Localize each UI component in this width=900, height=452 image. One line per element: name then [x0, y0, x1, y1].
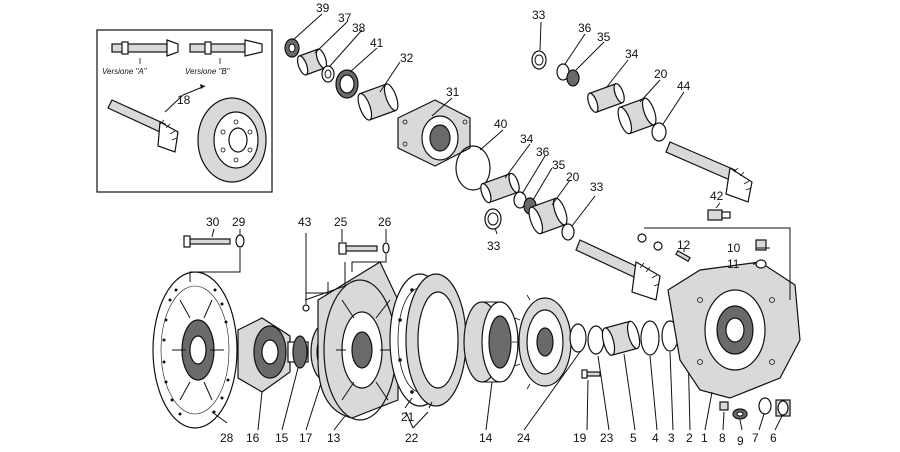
callout-8: 8	[719, 431, 726, 445]
callout-6: 6	[770, 431, 777, 445]
callout-20-middle: 20	[566, 170, 580, 184]
callout-41: 41	[370, 36, 384, 50]
callout-7: 7	[752, 431, 759, 445]
callout-21: 21	[401, 410, 415, 424]
callout-18: 18	[177, 93, 191, 107]
shim-stack: 19 23 5 4 3 2	[569, 320, 695, 445]
callout-2: 2	[686, 431, 693, 445]
callout-4: 4	[652, 431, 659, 445]
callout-3: 3	[668, 431, 675, 445]
gearbox-cover: 13	[317, 261, 399, 445]
callout-13: 13	[327, 431, 341, 445]
crown-gear: 24	[512, 294, 581, 445]
seal-ring: 15	[275, 335, 308, 445]
version-b-caption: Versione "B"	[185, 67, 231, 76]
middle-shaft-chain: 34 36 35 20 33 33	[480, 132, 661, 301]
callout-30: 30	[206, 215, 220, 229]
inset-gear-versions: Versione "A" Versione "B" 18	[96, 29, 273, 193]
crown-gear-drawing	[197, 97, 267, 183]
callout-14: 14	[479, 431, 493, 445]
callout-17: 17	[299, 431, 313, 445]
callout-11: 11	[727, 257, 740, 271]
callout-36-top: 36	[578, 21, 592, 35]
callout-33-top: 33	[532, 8, 546, 22]
bolt-and-washer: 30 29	[183, 215, 246, 282]
pinion-gear-drawing	[107, 99, 179, 153]
callout-44: 44	[677, 79, 691, 93]
cover-bolts: 43 25 26	[298, 215, 392, 312]
drain-plug-top: 10 11	[727, 239, 770, 271]
callout-26: 26	[378, 215, 392, 229]
drain-plugs-bottom: 8 9 7 6	[719, 397, 791, 448]
housing-bolts: 12	[637, 227, 791, 300]
callout-9: 9	[737, 434, 744, 448]
flange-housing: 31 40	[397, 85, 508, 191]
callout-35-top: 35	[597, 30, 611, 44]
callout-24: 24	[517, 431, 531, 445]
callout-20-top: 20	[654, 67, 668, 81]
upper-right-shaft-chain: 33 36 35 34 20 44	[531, 8, 753, 203]
callout-38: 38	[352, 21, 366, 35]
callout-22: 22	[405, 431, 419, 445]
callout-29: 29	[232, 215, 246, 229]
callout-35-middle: 35	[552, 158, 566, 172]
callout-39: 39	[316, 1, 330, 15]
callout-34-middle: 34	[520, 132, 534, 146]
callout-16: 16	[246, 431, 260, 445]
version-a-caption: Versione "A"	[102, 67, 148, 76]
brake-disc: 28	[152, 271, 238, 445]
main-bearing: 14	[463, 301, 519, 445]
callout-42: 42	[710, 189, 724, 203]
gasket-pair: 21 22	[389, 273, 467, 445]
shaft-version-b-drawing	[189, 39, 263, 57]
callout-36-middle: 36	[536, 145, 550, 159]
callout-10: 10	[727, 241, 741, 255]
callout-15: 15	[275, 431, 289, 445]
callout-33-lower: 33	[487, 239, 501, 253]
callout-19: 19	[573, 431, 587, 445]
callout-43: 43	[298, 215, 312, 229]
shaft-version-a-drawing	[111, 39, 179, 57]
callout-40: 40	[494, 117, 508, 131]
callout-33-middle: 33	[590, 180, 604, 194]
callout-37: 37	[338, 11, 352, 25]
callout-1: 1	[701, 431, 708, 445]
sensor-42: 42	[707, 189, 731, 221]
callout-28: 28	[220, 431, 234, 445]
callout-25: 25	[334, 215, 348, 229]
callout-31: 31	[446, 85, 460, 99]
callout-34-top: 34	[625, 47, 639, 61]
callout-5: 5	[630, 431, 637, 445]
callout-23: 23	[600, 431, 614, 445]
upper-bearing-chain: 39 37 38 41 32	[284, 1, 414, 121]
final-drive-housing: 1	[667, 261, 801, 445]
callout-32: 32	[400, 51, 414, 65]
callout-12: 12	[677, 238, 691, 252]
